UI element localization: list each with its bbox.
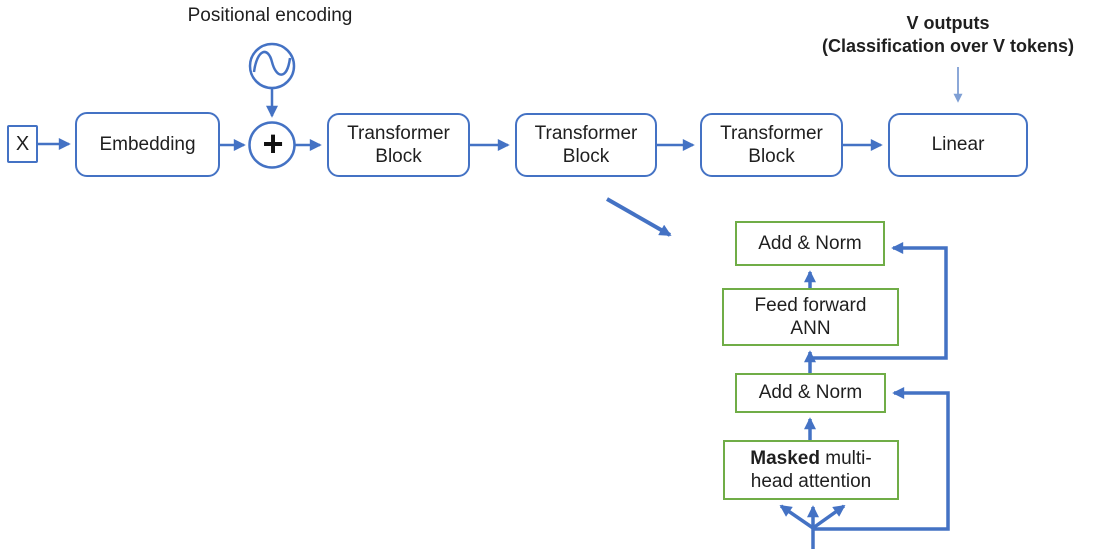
residual-skip-upper: [810, 242, 948, 360]
masked-attention-box: Masked multi- head attention: [723, 440, 899, 500]
masked-attention-line1: Masked multi-: [750, 447, 871, 470]
add-norm-bottom-label: Add & Norm: [758, 382, 863, 404]
plus-sign: +: [262, 123, 284, 164]
transformer-block-3: Transformer Block: [700, 113, 843, 177]
add-circle: [248, 121, 296, 169]
arrow-qkv-left: [779, 504, 814, 530]
arrow-block-detail-zoom: [606, 197, 672, 237]
feed-forward-line1: Feed forward: [754, 294, 867, 316]
residual-skip-lower: [813, 387, 950, 531]
masked-attention-line2: head attention: [750, 471, 872, 492]
linear-box: Linear: [888, 113, 1028, 177]
positional-encoding-label: Positional encoding: [187, 5, 353, 26]
v-outputs-line2: (Classification over V tokens): [821, 36, 1075, 57]
add-norm-top-label: Add & Norm: [758, 232, 862, 254]
detail-stack-arrows: [779, 242, 950, 549]
embedding-label: Embedding: [99, 133, 196, 155]
node-shapes: [248, 42, 296, 169]
sine-wave-icon: [252, 50, 292, 76]
v-outputs-line1: V outputs: [906, 13, 990, 33]
input-x-box: X: [7, 125, 38, 163]
input-x-label: X: [15, 132, 30, 155]
masked-attention-label: Masked multi- head attention: [750, 447, 871, 493]
transformer-block-2-label: Transformer Block: [534, 122, 638, 167]
linear-label: Linear: [931, 134, 985, 156]
transformer-block-2: Transformer Block: [515, 113, 657, 177]
flow-arrows: [38, 89, 883, 151]
multi-word: multi-: [819, 447, 872, 469]
v-outputs-label: V outputs (Classification over V tokens): [783, 12, 1104, 58]
feed-forward-box: Feed forward ANN: [722, 288, 899, 346]
transformer-block-1: Transformer Block: [327, 113, 470, 177]
arrow-qkv-right: [811, 504, 846, 530]
transformer-block-3-label: Transformer Block: [720, 122, 823, 167]
feed-forward-line2: ANN: [790, 318, 831, 339]
masked-word: Masked: [750, 447, 820, 469]
feed-forward-label: Feed forward ANN: [755, 294, 867, 340]
add-norm-top-box: Add & Norm: [735, 221, 885, 266]
add-norm-bottom-box: Add & Norm: [735, 373, 886, 413]
embedding-box: Embedding: [75, 112, 220, 177]
transformer-block-1-label: Transformer Block: [347, 122, 450, 167]
